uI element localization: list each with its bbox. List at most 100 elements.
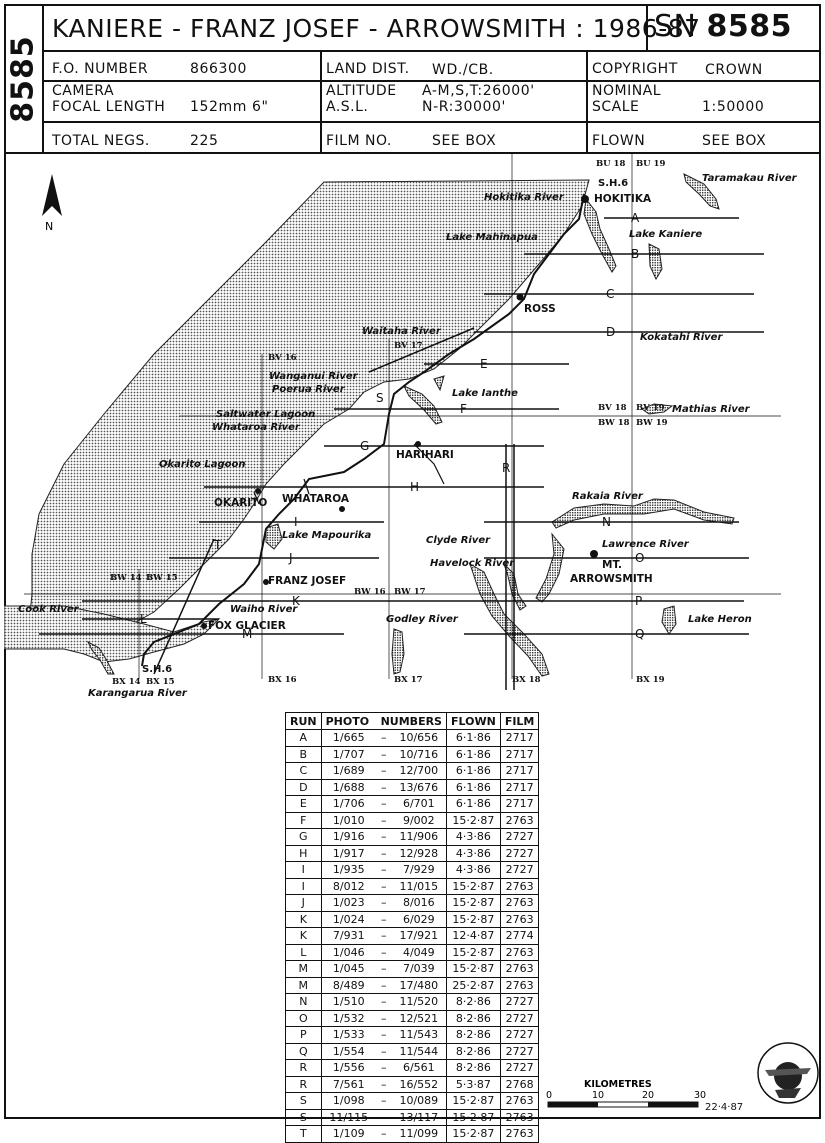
taramakau-river bbox=[683, 173, 720, 210]
header-divider bbox=[646, 4, 648, 51]
svg-text:BW 18: BW 18 bbox=[598, 418, 630, 428]
settlement-dots bbox=[201, 195, 598, 629]
north-label: N bbox=[45, 220, 53, 233]
svg-text:BW 16: BW 16 bbox=[354, 587, 386, 597]
run-cell: M bbox=[285, 976, 322, 994]
film-number-cell: 2727 bbox=[499, 1059, 540, 1077]
header-bottom-border bbox=[4, 152, 821, 154]
svg-text:A: A bbox=[631, 211, 640, 225]
land-district-value: WD./CB. bbox=[432, 62, 494, 78]
run-cell: S bbox=[285, 1092, 322, 1110]
svg-text:C: C bbox=[606, 287, 614, 301]
road-labels: S.H.6 S.H.6 bbox=[142, 178, 628, 675]
svg-text:Karangarua River: Karangarua River bbox=[88, 688, 188, 699]
svg-text:Rakaia River: Rakaia River bbox=[572, 491, 644, 502]
film-no-value: SEE BOX bbox=[432, 133, 497, 149]
photo-dash: – bbox=[375, 910, 392, 928]
run-cell: J bbox=[285, 894, 322, 912]
svg-text:BV 19: BV 19 bbox=[636, 403, 665, 413]
photo-end-cell: 12/928 bbox=[391, 844, 447, 862]
photo-end-cell: 12/521 bbox=[391, 1009, 447, 1027]
photo-start-cell: 1/935 bbox=[320, 861, 376, 879]
svg-text:Saltwater Lagoon: Saltwater Lagoon bbox=[216, 409, 315, 420]
run-cell: C bbox=[285, 762, 322, 780]
issue-date: 22·4·87 bbox=[705, 1102, 744, 1113]
film-number-cell: 2763 bbox=[499, 894, 540, 912]
sheet-labels: BU 18 BU 19 BV 16 BV 17 BV 18 BV 19 BW 1… bbox=[110, 159, 668, 687]
flown-date-cell: 8·2·86 bbox=[445, 1059, 501, 1077]
photo-dash: – bbox=[375, 894, 392, 912]
photo-end-cell: 16/552 bbox=[391, 1075, 447, 1093]
run-cell: R bbox=[285, 1059, 322, 1077]
photo-end-cell: 11/520 bbox=[391, 993, 447, 1011]
photo-end-cell: 17/480 bbox=[391, 976, 447, 994]
film-number-cell: 2717 bbox=[499, 778, 540, 796]
photo-dash: – bbox=[375, 1108, 392, 1126]
film-number-cell: 2774 bbox=[499, 927, 540, 945]
photo-start-cell: 8/489 bbox=[320, 976, 376, 994]
photo-start-cell: 8/012 bbox=[320, 877, 376, 895]
svg-text:BW 17: BW 17 bbox=[394, 587, 426, 597]
run-cell: L bbox=[285, 943, 322, 961]
photo-dash: – bbox=[375, 1009, 392, 1027]
svg-text:Clyde River: Clyde River bbox=[426, 535, 491, 546]
run-cell: I bbox=[285, 877, 322, 895]
photo-end-cell: 4/049 bbox=[391, 943, 447, 961]
svg-text:Okarito Lagoon: Okarito Lagoon bbox=[159, 459, 246, 470]
film-number-cell: 2763 bbox=[499, 960, 540, 978]
scale-value: 1:50000 bbox=[702, 99, 765, 115]
svg-text:Lake Ianthe: Lake Ianthe bbox=[452, 388, 518, 399]
film-number-cell: 2727 bbox=[499, 1009, 540, 1027]
run-letters: A B C D E F G H I J K L M N O P Q R S T bbox=[140, 211, 644, 641]
land-district-label: LAND DIST. bbox=[326, 61, 410, 77]
photo-start-cell: 1/532 bbox=[320, 1009, 376, 1027]
photo-start-cell: 7/931 bbox=[320, 927, 376, 945]
svg-text:E: E bbox=[480, 357, 488, 371]
header-divider bbox=[320, 50, 322, 154]
film-number-cell: 2717 bbox=[499, 745, 540, 763]
svg-text:R: R bbox=[502, 461, 510, 475]
flown-date-cell: 6·1·86 bbox=[445, 729, 501, 747]
svg-text:BX 19: BX 19 bbox=[636, 675, 665, 685]
flown-date-cell: 6·1·86 bbox=[445, 795, 501, 813]
svg-text:Lake Mahinapua: Lake Mahinapua bbox=[446, 232, 538, 243]
svg-text:S: S bbox=[376, 391, 384, 405]
svg-text:BX 15: BX 15 bbox=[146, 677, 175, 687]
photo-start-cell: 1/556 bbox=[320, 1059, 376, 1077]
svg-text:Waitaha River: Waitaha River bbox=[362, 326, 442, 337]
photo-start-cell: 1/689 bbox=[320, 762, 376, 780]
place-label: HARIHARI bbox=[396, 449, 454, 461]
sn-prefix: SN bbox=[654, 9, 697, 44]
run-cell: I bbox=[285, 861, 322, 879]
photo-end-cell: 10/716 bbox=[391, 745, 447, 763]
photo-start-cell: 1/098 bbox=[320, 1092, 376, 1110]
photo-dash: – bbox=[375, 844, 392, 862]
place-label: ROSS bbox=[524, 303, 556, 315]
photo-dash: – bbox=[375, 1059, 392, 1077]
photo-end-cell: 7/929 bbox=[391, 861, 447, 879]
svg-text:Mathias River: Mathias River bbox=[672, 404, 751, 415]
photo-end-cell: 11/906 bbox=[391, 828, 447, 846]
sheet-title: KANIERE - FRANZ JOSEF - ARROWSMITH : 198… bbox=[52, 14, 701, 43]
fo-number-label: F.O. NUMBER bbox=[52, 61, 149, 77]
svg-text:Lake Kaniere: Lake Kaniere bbox=[629, 229, 702, 240]
photo-dash: – bbox=[375, 795, 392, 813]
photo-start-cell: 7/561 bbox=[320, 1075, 376, 1093]
photo-dash: – bbox=[375, 861, 392, 879]
photo-dash: – bbox=[375, 811, 392, 829]
photo-dash: – bbox=[375, 927, 392, 945]
photo-end-cell: 11/015 bbox=[391, 877, 447, 895]
svg-text:H: H bbox=[410, 480, 419, 494]
svg-text:G: G bbox=[360, 439, 369, 453]
photo-dash: – bbox=[375, 1042, 392, 1060]
photo-start-cell: 1/045 bbox=[320, 960, 376, 978]
lake-heron bbox=[661, 605, 677, 635]
photo-dash: – bbox=[375, 762, 392, 780]
svg-text:B: B bbox=[631, 247, 639, 261]
